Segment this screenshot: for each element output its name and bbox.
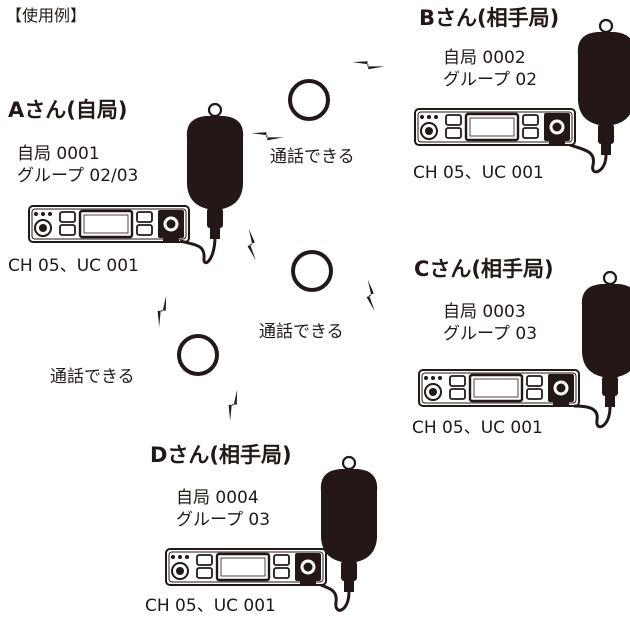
station-d-group: グループ 03 xyxy=(176,510,271,530)
link-a-c-bolt-2 xyxy=(355,279,388,312)
station-c-channel: CH 05、UC 001 xyxy=(412,418,543,438)
link-a-d-bolt-2 xyxy=(218,389,250,422)
link-a-c-ok-circle xyxy=(291,250,333,292)
station-b-mic-cord xyxy=(569,143,608,174)
station-a-microphone xyxy=(185,102,245,241)
station-a-info: 自局 0001 グループ 02/03 xyxy=(17,143,138,187)
station-a-channel: CH 05、UC 001 xyxy=(8,256,139,276)
link-a-d-bolt-1 xyxy=(147,295,179,328)
station-a-id: 自局 0001 xyxy=(17,144,100,164)
station-b-microphone xyxy=(576,18,630,157)
link-a-b-ok-circle xyxy=(288,79,330,121)
link-a-b-bolt-2 xyxy=(352,48,385,81)
station-a-mic-cord xyxy=(179,238,217,264)
station-d-id: 自局 0004 xyxy=(176,488,259,508)
station-c-name: Cさん(相手局) xyxy=(414,257,554,281)
station-b-info: 自局 0002 グループ 02 xyxy=(443,47,537,91)
station-b-name: Bさん(相手局) xyxy=(419,6,560,30)
station-c-microphone xyxy=(580,270,630,409)
station-d-info: 自局 0004 グループ 03 xyxy=(176,487,270,531)
link-a-b-label: 通話できる xyxy=(270,147,355,167)
station-a-name: Aさん(自局) xyxy=(8,98,128,122)
station-c-transceiver xyxy=(417,368,581,408)
page-title: 【使用例】 xyxy=(6,6,87,25)
station-d-channel: CH 05、UC 001 xyxy=(145,596,276,616)
station-d-mic-cord xyxy=(320,583,351,612)
station-d-microphone xyxy=(319,455,379,594)
station-c-id: 自局 0003 xyxy=(443,302,526,322)
station-b-group: グループ 02 xyxy=(443,70,538,90)
station-d-name: Dさん(相手局) xyxy=(150,443,292,467)
station-b-channel: CH 05、UC 001 xyxy=(413,163,544,183)
station-a-group: グループ 02/03 xyxy=(17,166,139,186)
station-c-info: 自局 0003 グループ 03 xyxy=(443,301,537,345)
link-a-c-label: 通話できる xyxy=(259,322,344,342)
station-c-mic-cord xyxy=(573,404,612,429)
station-a-transceiver xyxy=(27,204,191,244)
station-c-group: グループ 03 xyxy=(443,324,538,344)
link-a-c-bolt-1 xyxy=(236,228,269,261)
station-d-transceiver xyxy=(164,547,328,587)
link-a-d-ok-circle xyxy=(177,334,219,376)
station-b-transceiver xyxy=(413,107,577,147)
station-b-id: 自局 0002 xyxy=(443,48,526,68)
link-a-d-label: 通話できる xyxy=(50,367,135,387)
